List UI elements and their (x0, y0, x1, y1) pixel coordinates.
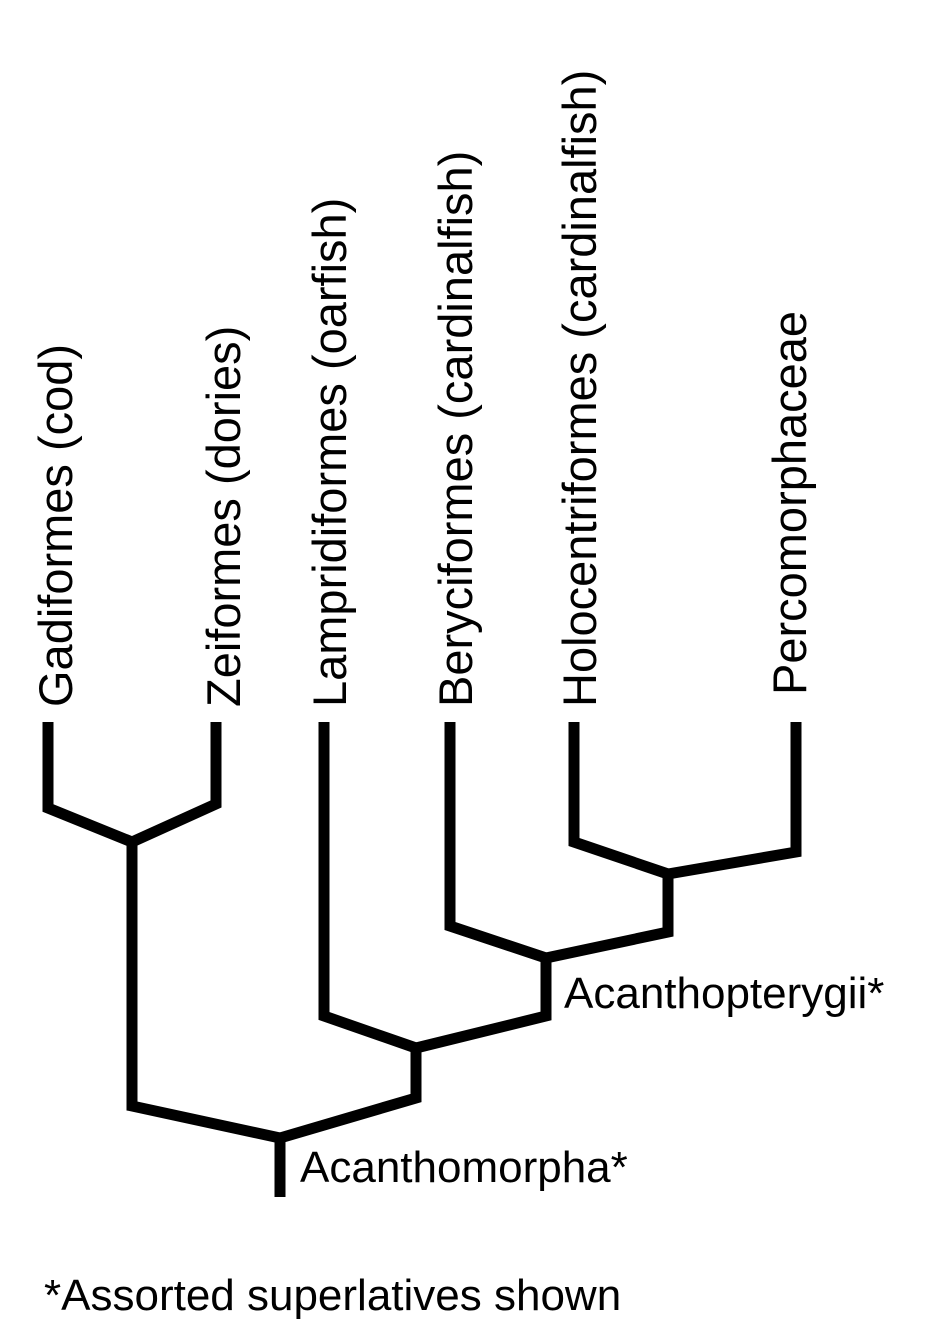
clade-label-acanthomorpha: Acanthomorpha* (300, 1143, 628, 1192)
taxon-label-percomorphaceae: Percomorphaceae (763, 311, 816, 695)
branch-holo-percomorph-stem (544, 874, 674, 964)
branch-gadiformes (42, 722, 135, 848)
taxon-label-holocentriformes: Holocentriformes (cardinalfish) (553, 70, 606, 707)
taxon-label-gadiformes: Gadiformes (cod) (29, 344, 82, 707)
branch-beryciformes (444, 722, 548, 964)
branch-zeiformes (129, 722, 222, 848)
branch-lampridiformes (318, 722, 418, 1054)
branch-percomorphaceae (667, 722, 802, 880)
footnote: *Assorted superlatives shown (44, 1271, 621, 1320)
clade-label-acanthopterygii: Acanthopterygii* (564, 969, 884, 1018)
taxon-label-zeiformes: Zeiformes (dories) (197, 326, 250, 707)
taxon-label-lampridiformes: Lampridiformes (oarfish) (303, 198, 356, 707)
branch-lampridiformes-acanthopterygii-stem (278, 1048, 422, 1144)
branch-gadiformes-zeiformes-stem (126, 842, 282, 1144)
branch-holocentriformes (568, 722, 670, 880)
branch-acanthopterygii-stem (414, 958, 552, 1054)
taxon-label-beryciformes: Beryciformes (cardinalfish) (429, 151, 482, 707)
